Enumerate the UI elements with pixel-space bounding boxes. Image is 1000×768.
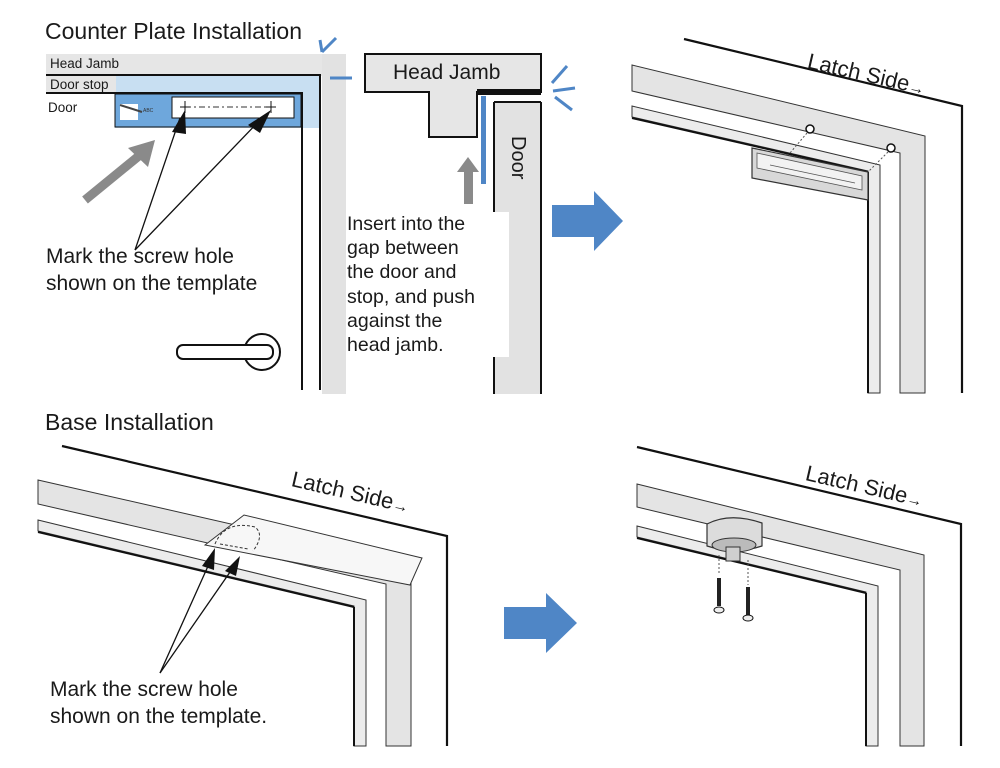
door-handle-icon <box>176 333 281 371</box>
counter-plate-strip <box>477 89 541 95</box>
insert-instruction: Insert into the gap between the door and… <box>347 212 509 358</box>
caption-line: shown on the template <box>46 272 258 295</box>
caption-line: Mark the screw hole <box>46 245 234 268</box>
head-jamb-section <box>364 53 542 138</box>
screw-icon <box>867 143 896 173</box>
closer-icon: ABC <box>119 104 154 120</box>
pointer-line-3 <box>159 554 214 674</box>
closer-base-part <box>706 517 763 562</box>
pointer-line-4 <box>159 561 238 674</box>
caption-line: Mark the screw hole <box>50 678 238 701</box>
pointer-arrowhead-2 <box>248 110 271 133</box>
instruction-line: stop, and push <box>347 285 475 308</box>
door-stop-label-bg <box>46 76 116 94</box>
head-jamb-edge-line <box>46 74 321 390</box>
base-installation-title: Base Installation <box>45 409 214 435</box>
template-strip <box>481 96 486 184</box>
door-frame-perspective-1 <box>631 37 964 394</box>
pointer-arrowhead-3 <box>202 548 215 570</box>
pointer-line-2 <box>134 117 263 251</box>
pointer-arrowhead-4 <box>225 556 240 576</box>
screw-icon <box>789 124 815 154</box>
contact-spark-icon-2 <box>550 65 576 112</box>
counter-plate-installation-title: Counter Plate Installation <box>45 18 302 44</box>
door-label: Door <box>48 100 78 115</box>
pointer-arrowhead-1 <box>172 110 186 134</box>
next-step-arrow-2 <box>504 593 577 653</box>
door-edge-line <box>46 92 303 390</box>
screw-icon <box>713 555 725 614</box>
counter-plate-part <box>751 147 869 201</box>
door-stop-label: Door stop <box>50 77 109 92</box>
head-jamb-section-label: Head Jamb <box>393 61 501 84</box>
caption-line: shown on the template. <box>50 705 268 728</box>
gray-direction-arrow <box>82 140 155 204</box>
base-mark-caption: Mark the screw hole shown on the templat… <box>50 676 267 730</box>
base-template-sheet <box>203 514 423 586</box>
instruction-line: gap between <box>347 237 459 260</box>
contact-spark-icon <box>318 36 352 80</box>
instruction-line: against the <box>347 309 443 332</box>
head-jamb-label: Head Jamb <box>50 56 120 71</box>
pointer-line-1 <box>134 117 181 251</box>
instruction-line: Insert into the <box>347 213 466 235</box>
instruction-line: the door and <box>347 261 457 284</box>
side-jamb-strip <box>322 54 346 394</box>
head-jamb-band <box>46 54 346 76</box>
screw-icon <box>742 560 754 622</box>
svg-text:ABC: ABC <box>143 108 154 114</box>
screw-hole-mark-2 <box>266 101 276 113</box>
next-step-arrow-1 <box>552 191 623 251</box>
counter-plate-mark-caption: Mark the screw hole shown on the templat… <box>46 243 257 297</box>
door-frame-perspective-3 <box>636 445 963 747</box>
instruction-line: head jamb. <box>347 334 444 357</box>
gray-up-arrow <box>457 157 479 204</box>
